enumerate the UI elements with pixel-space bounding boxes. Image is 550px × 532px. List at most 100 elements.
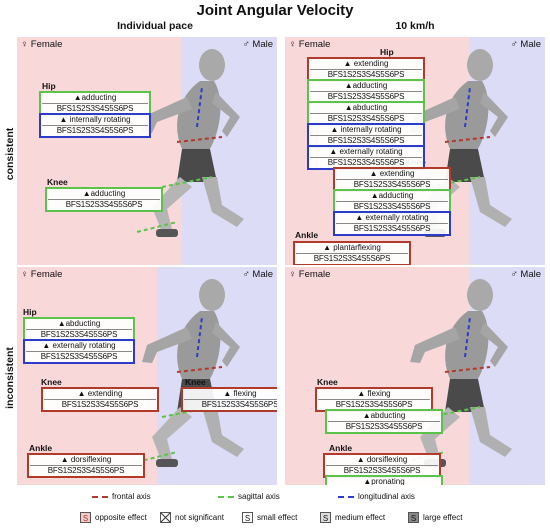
female-background xyxy=(17,37,182,265)
female-background xyxy=(285,267,470,485)
male-label: ♂ Male xyxy=(510,39,541,50)
joint-label-ankle: Ankle xyxy=(29,443,53,453)
row-label-consistent: consistent xyxy=(4,127,16,181)
longitudinal-axis-line xyxy=(338,495,354,498)
movement-label: ▲abducting xyxy=(310,103,422,114)
opposite-swatch: S xyxy=(80,512,91,523)
movement-label: ▲ plantarflexing xyxy=(296,243,408,254)
segment-list: BFS1S2S3S4S5S6PS xyxy=(353,202,431,211)
legend-small: S small effect xyxy=(242,512,297,523)
movement-label: ▲adducting xyxy=(42,93,148,104)
female-label: ♀ Female xyxy=(21,39,63,50)
segment-list: BFS1S2S3S4S5S6PS xyxy=(40,330,118,339)
movement-box: ▲pronatingBFS1S2S3S4S5S6PS xyxy=(325,475,443,485)
segment-list: BFS1S2S3S4S5S6PS xyxy=(327,92,405,101)
frontal-axis-line xyxy=(92,495,108,498)
movement-label: ▲ externally rotating xyxy=(310,147,422,158)
segment-list: BFS1S2S3S4S5S6PS xyxy=(345,422,423,431)
segment-list: BFS1S2S3S4S5S6PS xyxy=(47,466,125,475)
joint-label-ankle: Ankle xyxy=(329,443,353,453)
segment-list: BFS1S2S3S4S5S6PS xyxy=(327,114,405,123)
medium-swatch: S xyxy=(320,512,331,523)
female-background xyxy=(17,267,157,485)
not-significant-swatch xyxy=(160,512,171,523)
sagittal-axis-line xyxy=(218,495,234,498)
legend-large: S large effect xyxy=(408,512,462,523)
joint-label-hip: Hip xyxy=(23,307,37,317)
male-label: ♂ Male xyxy=(242,39,273,50)
runner-figure xyxy=(404,279,512,467)
movement-label: ▲ extending xyxy=(336,169,448,180)
segment-list: BFS1S2S3S4S5S6PS xyxy=(353,180,431,189)
female-label: ♀ Female xyxy=(289,39,331,50)
small-swatch: S xyxy=(242,512,253,523)
segment-list: BFS1S2S3S4S5S6PS xyxy=(56,126,134,135)
segment-list: BFS1S2S3S4S5S6PS xyxy=(335,400,413,409)
movement-label: ▲ externally rotating xyxy=(336,213,448,224)
joint-label-knee: Knee xyxy=(185,377,206,387)
figure-title: Joint Angular Velocity xyxy=(196,2,354,19)
segment-list: BFS1S2S3S4S5S6PS xyxy=(65,200,143,209)
male-label: ♂ Male xyxy=(510,269,541,280)
joint-label-knee: Knee xyxy=(47,177,68,187)
runner-figure xyxy=(136,49,244,237)
segment-list: BFS1S2S3S4S5S6PS xyxy=(343,466,421,475)
movement-label: ▲ dorsiflexing xyxy=(326,455,438,466)
movement-label: ▲adducting xyxy=(336,191,448,202)
movement-label: ▲ flexing xyxy=(318,389,430,400)
movement-label: ▲pronating xyxy=(328,477,440,485)
legend-opposite: S opposite effect xyxy=(80,512,147,523)
joint-label-knee: Knee xyxy=(41,377,62,387)
legend-not-significant: not significant xyxy=(160,512,224,523)
segment-list: BFS1S2S3S4S5S6PS xyxy=(56,104,134,113)
legend-frontal: frontal axis xyxy=(92,492,151,501)
movement-label: ▲adducting xyxy=(310,81,422,92)
large-swatch: S xyxy=(408,512,419,523)
male-label: ♂ Male xyxy=(242,269,273,280)
segment-list: BFS1S2S3S4S5S6PS xyxy=(61,400,139,409)
segment-list: BFS1S2S3S4S5S6PS xyxy=(313,254,391,263)
movement-label: ▲ internally rotating xyxy=(42,115,148,126)
movement-label: ▲ internally rotating xyxy=(310,125,422,136)
segment-list: BFS1S2S3S4S5S6PS xyxy=(40,352,118,361)
movement-label: ▲ flexing xyxy=(184,389,277,400)
joint-label-hip: Hip xyxy=(380,47,394,57)
joint-label-hip: Hip xyxy=(42,81,56,91)
movement-label: ▲ extending xyxy=(310,59,422,70)
joint-label-knee: Knee xyxy=(317,377,338,387)
female-label: ♀ Female xyxy=(289,269,331,280)
segment-list: BFS1S2S3S4S5S6PS xyxy=(327,158,405,167)
joint-label-ankle: Ankle xyxy=(295,230,319,240)
movement-label: ▲ externally rotating xyxy=(26,341,132,352)
segment-list: BFS1S2S3S4S5S6PS xyxy=(353,224,431,233)
segment-list: BFS1S2S3S4S5S6PS xyxy=(327,70,405,79)
column-title-individual-pace: Individual pace xyxy=(117,20,193,32)
row-label-inconsistent: inconsistent xyxy=(4,347,16,409)
legend-longitudinal: longitudinal axis xyxy=(338,492,415,501)
cross-icon xyxy=(161,513,170,522)
runner-figure xyxy=(136,279,244,467)
female-label: ♀ Female xyxy=(21,269,63,280)
movement-label: ▲adducting xyxy=(48,189,160,200)
movement-label: ▲ dorsiflexing xyxy=(30,455,142,466)
segment-list: BFS1S2S3S4S5S6PS xyxy=(201,400,277,409)
column-title-10kmh: 10 km/h xyxy=(395,20,435,32)
panel-2: ♀ Female♂ MaleHipKneeAnkle▲ extendingBFS… xyxy=(285,37,545,265)
